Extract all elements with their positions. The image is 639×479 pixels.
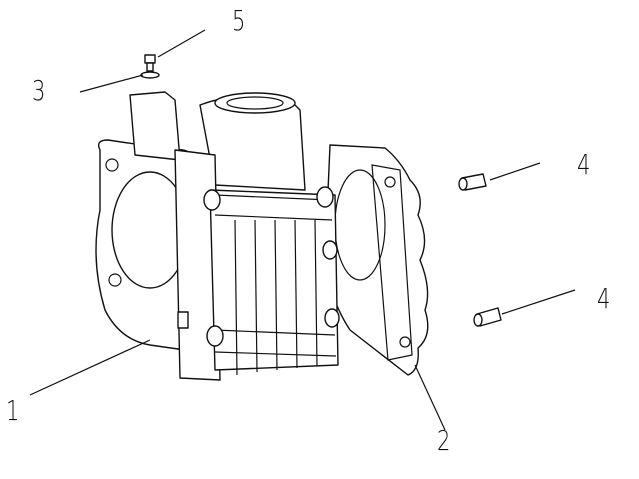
bolt (144, 54, 156, 72)
callout-2: 2 (437, 424, 451, 457)
cylinder-gasket (324, 144, 429, 376)
washer (140, 71, 160, 79)
leader-lines (29, 29, 576, 431)
callout-1: 1 (6, 394, 20, 427)
dowel-pin-lower (473, 307, 502, 327)
callout-4-lower: 4 (597, 282, 611, 315)
callout-4-upper: 4 (577, 148, 591, 181)
dowel-pin-upper (458, 173, 487, 191)
callout-3: 3 (32, 74, 46, 107)
cylinder-block (95, 91, 340, 381)
callout-5: 5 (232, 4, 246, 37)
